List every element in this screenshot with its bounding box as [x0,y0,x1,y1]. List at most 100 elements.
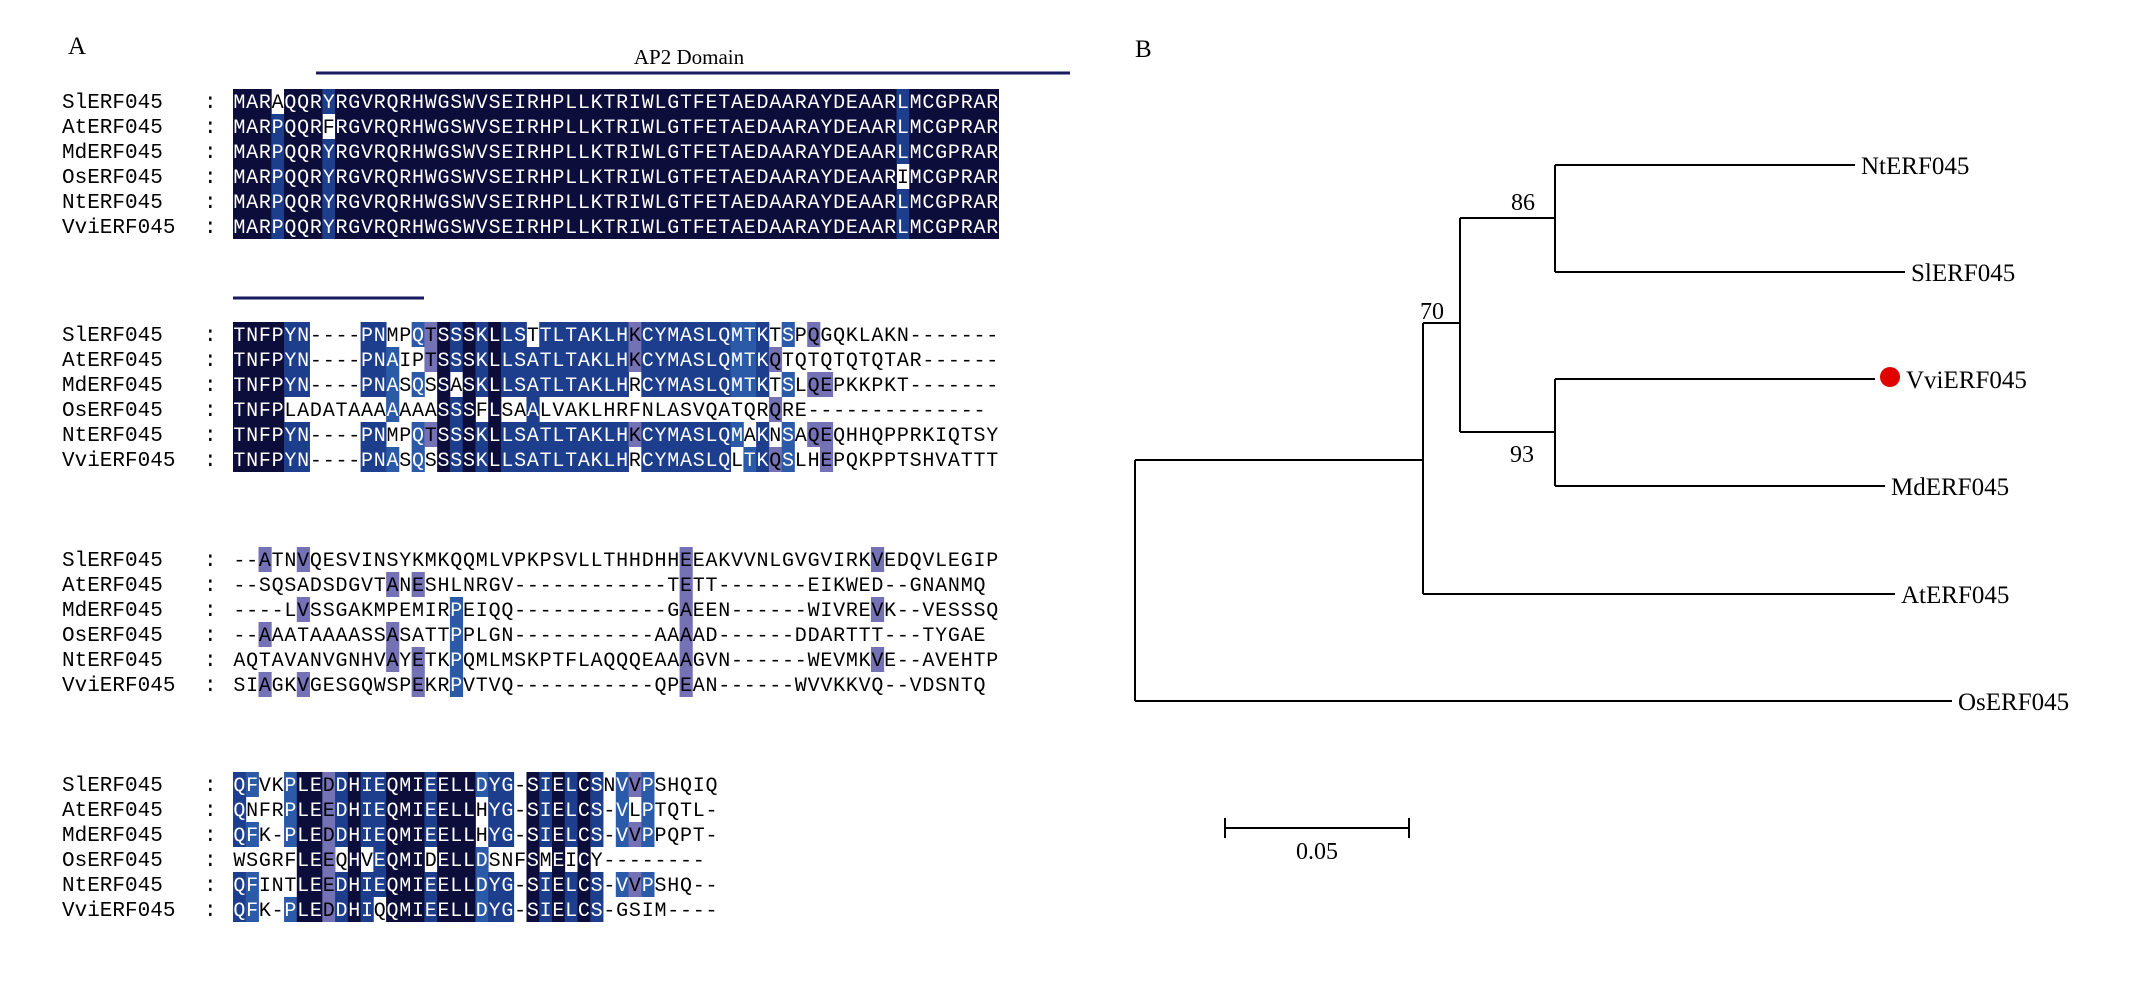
residue: T [693,825,705,848]
residue: - [565,600,577,623]
residue: W [808,650,820,673]
residue: S [438,400,450,423]
residue: G [808,550,820,573]
residue: Q [233,875,245,898]
residue-shading [258,189,272,214]
residue: - [310,425,322,448]
residue: V [297,550,309,573]
residue-shading [883,164,897,189]
residue: P [897,425,909,448]
residue-shading [411,189,425,214]
residue: A [871,92,883,115]
residue: Q [667,825,679,848]
residue-shading [692,89,706,114]
residue-shading [794,89,808,114]
residue: D [476,875,488,898]
residue: A [578,450,590,473]
residue: K [476,450,488,473]
residue-shading [475,164,489,189]
residue: T [540,425,552,448]
residue-shading [424,114,438,139]
residue: T [744,450,756,473]
residue: - [961,350,973,373]
sequence-name: AtERF045 [62,117,163,140]
residue: A [782,167,794,190]
residue: I [540,800,552,823]
residue: M [910,192,922,215]
residue-shading [896,114,910,139]
residue: R [986,92,998,115]
residue-shading [258,89,272,114]
residue: V [859,675,871,698]
residue: R [616,217,628,240]
residue: H [808,450,820,473]
residue: - [591,575,603,598]
residue: N [374,450,386,473]
residue: A [731,217,743,240]
residue: - [335,375,347,398]
residue: S [450,217,462,240]
residue-shading [960,189,974,214]
residue: - [667,850,679,873]
residue: S [438,350,450,373]
residue: W [846,575,858,598]
residue: S [386,675,398,698]
residue: S [489,142,501,165]
residue: T [731,400,743,423]
residue: I [540,900,552,923]
residue: L [450,575,462,598]
residue: N [922,575,934,598]
residue-shading [973,89,987,114]
residue: K [591,117,603,140]
residue: - [552,675,564,698]
residue: F [514,850,526,873]
residue: R [616,400,628,423]
residue: - [705,825,717,848]
residue: E [705,217,717,240]
residue-shading [539,189,553,214]
residue: E [705,600,717,623]
residue: P [795,325,807,348]
residue: T [973,450,985,473]
residue-shading [794,114,808,139]
residue: Q [846,450,858,473]
residue: M [425,550,437,573]
residue-shading [603,114,617,139]
residue-shading [973,114,987,139]
residue: R [616,192,628,215]
sequence-name: AtERF045 [62,350,163,373]
residue: L [578,550,590,573]
residue: N [246,375,258,398]
residue-shading [373,164,387,189]
residue-shading [577,322,591,347]
leaf-label-nterf045: NtERF045 [1861,153,1969,180]
residue: D [897,550,909,573]
residue: E [705,142,717,165]
residue: A [680,625,692,648]
sequence-name: OsERF045 [62,400,163,423]
residue: A [731,142,743,165]
residue: Q [629,650,641,673]
residue: N [501,625,513,648]
residue: Q [808,425,820,448]
residue: - [935,375,947,398]
residue: M [667,350,679,373]
residue-shading [973,139,987,164]
residue: A [693,625,705,648]
residue: R [527,217,539,240]
residue: T [565,425,577,448]
residue: Q [297,167,309,190]
residue-shading [577,139,591,164]
residue: N [246,350,258,373]
residue: E [438,900,450,923]
residue: T [297,625,309,648]
residue-shading [641,214,655,239]
residue: T [705,575,717,598]
residue: G [348,575,360,598]
residue: S [463,400,475,423]
residue: A [246,192,258,215]
residue-shading [832,139,846,164]
residue-shading [615,89,629,114]
sequence-separator: : [204,325,217,348]
residue: E [501,192,513,215]
